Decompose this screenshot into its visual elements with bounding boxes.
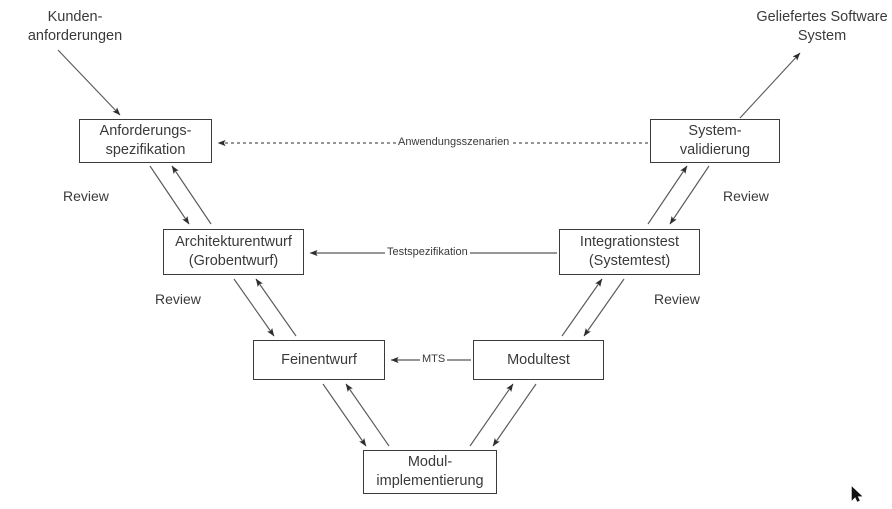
edge-architekturentwurf-review-to-anforderungsspezifikation xyxy=(171,165,212,225)
label-review-right-lower: Review xyxy=(654,291,700,307)
edge-modultest-to-integrationstest xyxy=(561,278,603,337)
edge-modultest-review-to-modulimplementierung xyxy=(492,383,537,447)
node-feinentwurf-label: Feinentwurf xyxy=(281,351,357,368)
node-feinentwurf[interactable]: Feinentwurf xyxy=(253,340,385,380)
edge-anforderungsspezifikation-to-architekturentwurf xyxy=(149,165,190,225)
edge-label-testspezifikation: Testspezifikation xyxy=(385,246,470,259)
node-modulimplementierung-label: Modul- implementierung xyxy=(376,454,484,489)
node-integrationstest-label: Integrationstest (Systemtest) xyxy=(579,234,680,269)
edge-feinentwurf-review-to-architekturentwurf xyxy=(255,278,297,337)
edge-systemvalidierung-review-to-integrationstest xyxy=(669,165,710,225)
label-geliefertes-software-system: Geliefertes Software System xyxy=(756,9,888,44)
node-modultest-label: Modultest xyxy=(507,351,570,368)
node-architekturentwurf-label: Architekturentwurf (Grobentwurf) xyxy=(175,234,292,269)
label-review-right-upper: Review xyxy=(723,188,769,204)
label-kundenanforderungen: Kunden- anforderungen xyxy=(27,9,123,44)
edge-integrationstest-to-systemvalidierung xyxy=(647,165,688,225)
edge-feinentwurf-to-modulimplementierung xyxy=(322,383,367,447)
edge-label-anwendungsszenarien: Anwendungsszenarien xyxy=(396,136,512,149)
edge-label-mts: MTS xyxy=(420,353,448,366)
label-review-left-upper: Review xyxy=(63,188,109,204)
node-integrationstest[interactable]: Integrationstest (Systemtest) xyxy=(559,229,700,275)
node-architekturentwurf[interactable]: Architekturentwurf (Grobentwurf) xyxy=(163,229,304,275)
node-modulimplementierung[interactable]: Modul- implementierung xyxy=(363,450,497,494)
edge-architekturentwurf-to-feinentwurf xyxy=(233,278,275,337)
edge-systemvalidierung-to-geliefertes-system xyxy=(739,52,801,119)
edge-modulimplementierung-to-modultest xyxy=(469,383,514,447)
edge-modulimplementierung-review-to-feinentwurf xyxy=(345,383,390,447)
edge-kundenanforderungen-to-anforderungsspezifikation xyxy=(57,49,121,116)
node-anforderungsspezifikation[interactable]: Anforderungs- spezifikation xyxy=(79,119,212,163)
node-modultest[interactable]: Modultest xyxy=(473,340,604,380)
mouse-pointer-icon xyxy=(851,486,863,502)
node-systemvalidierung[interactable]: System- validierung xyxy=(650,119,780,163)
node-systemvalidierung-label: System- validierung xyxy=(679,123,751,158)
node-anforderungsspezifikation-label: Anforderungs- spezifikation xyxy=(99,123,192,158)
label-review-left-lower: Review xyxy=(155,291,201,307)
edge-integrationstest-review-to-modultest xyxy=(583,278,625,337)
